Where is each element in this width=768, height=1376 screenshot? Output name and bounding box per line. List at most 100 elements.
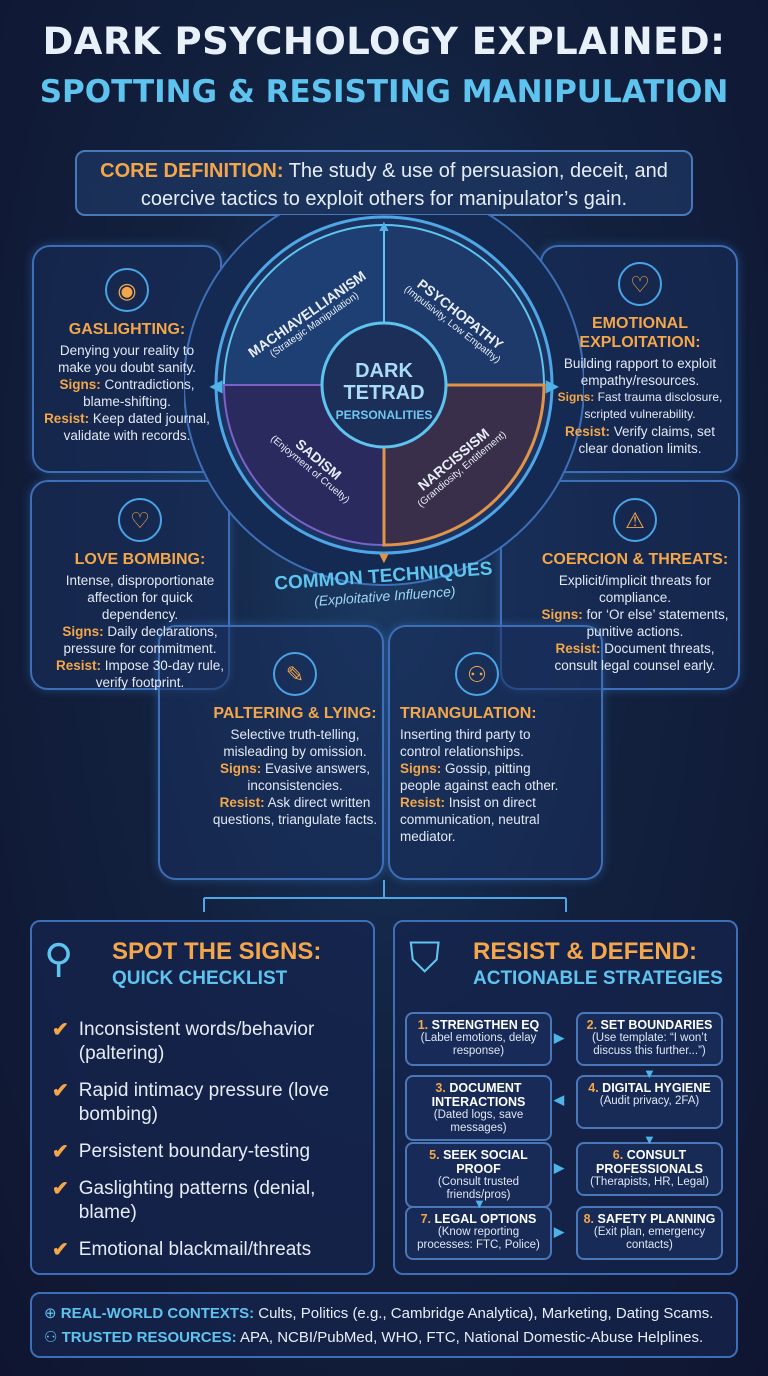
technique-resist: Impose 30-day rule, verify footprint.: [95, 658, 225, 690]
panel-paltering: [158, 625, 384, 880]
contexts-label: REAL-WORLD CONTEXTS:: [60, 1305, 255, 1322]
flow-arrow-icon: ▼: [643, 1132, 656, 1147]
arrow-left-icon: ◀: [210, 378, 223, 395]
technique-triangulation: ⚇ TRIANGULATION: Inserting third party t…: [400, 652, 560, 845]
step-desc: (Exit plan, emergency contacts): [593, 1226, 706, 1251]
heart-icon: ♡: [118, 498, 162, 542]
technique-title: GASLIGHTING:: [68, 321, 186, 338]
resist-label: Resist:: [564, 424, 610, 439]
technique-signs: Gossip, pitting people against each othe…: [400, 761, 559, 793]
signs-label: Signs:: [541, 607, 583, 622]
resources-text: APA, NCBI/PubMed, WHO, FTC, National Dom…: [239, 1329, 704, 1346]
arrow-up-icon: ▲: [376, 218, 392, 235]
technique-signs: Contradictions, blame-shifting.: [83, 377, 195, 409]
signs-label: Signs:: [219, 761, 262, 776]
checklist-text: Gaslighting patterns (denial, blame): [78, 1178, 316, 1223]
magnifier-icon: ⚲: [44, 937, 74, 981]
technique-signs: Fast trauma disclosure, scripted vulnera…: [584, 390, 723, 421]
technique-desc: Intense, disproportionate affection for …: [65, 573, 215, 622]
technique-coercion: ⚠ COERCION & THREATS: Explicit/implicit …: [540, 498, 730, 674]
signs-label: Signs:: [59, 377, 101, 392]
check-icon: ✔: [52, 1019, 69, 1041]
spot-signs-panel: ⚲ SPOT THE SIGNS: QUICK CHECKLIST ✔Incon…: [30, 920, 375, 1275]
step-title: 8. SAFETY PLANNING: [581, 1212, 718, 1226]
step-desc: (Use template: “I won’t discuss this fur…: [591, 1032, 708, 1057]
technique-resist: Document threats, consult legal counsel …: [554, 641, 716, 673]
strategy-step: 7. LEGAL OPTIONS(Know reporting processe…: [405, 1206, 552, 1260]
tetrad-center: [320, 321, 448, 449]
resist-label: Resist:: [44, 411, 90, 426]
signs-label: Signs:: [400, 761, 442, 776]
center-line3: PERSONALITIES: [335, 408, 433, 422]
step-title-text: DIGITAL HYGIENE: [602, 1081, 711, 1095]
resist-label: Resist:: [55, 658, 101, 673]
technique-desc: Explicit/implicit threats for compliance…: [558, 573, 712, 605]
core-text: The study & use of persuasion, deceit, a…: [140, 160, 668, 210]
signs-label: Signs:: [557, 390, 595, 404]
step-desc: (Audit privacy, 2FA): [599, 1095, 700, 1107]
resist-subtitle: ACTIONABLE STRATEGIES: [473, 968, 723, 989]
step-desc: (Label emotions, delay response): [420, 1032, 537, 1057]
center-line1: DARK: [355, 360, 413, 382]
title-line1: DARK PSYCHOLOGY EXPLAINED:: [42, 20, 726, 63]
step-title-text: DOCUMENT INTERACTIONS: [431, 1081, 526, 1109]
step-number: 6.: [612, 1148, 624, 1162]
step-title: 5. SEEK SOCIAL PROOF: [410, 1148, 547, 1176]
strategy-step: 4. DIGITAL HYGIENE(Audit privacy, 2FA): [576, 1075, 723, 1129]
step-title: 2. SET BOUNDARIES: [581, 1018, 718, 1032]
flow-arrow-icon: ▼: [643, 1066, 656, 1081]
step-title-text: CONSULT PROFESSIONALS: [596, 1148, 703, 1176]
check-icon: ✔: [52, 1080, 69, 1102]
checklist-text: Rapid intimacy pressure (love bombing): [78, 1080, 330, 1125]
technique-resist: Insist on direct communication, neutral …: [400, 795, 540, 844]
technique-title: TRIANGULATION:: [400, 705, 537, 722]
step-title: 7. LEGAL OPTIONS: [410, 1212, 547, 1226]
dark-tetrad-wheel: [184, 215, 584, 586]
technique-paltering: ✎ PALTERING & LYING: Selective truth-tel…: [210, 652, 380, 828]
step-title-text: LEGAL OPTIONS: [434, 1212, 537, 1226]
footer-resources: ⚇ TRUSTED RESOURCES: APA, NCBI/PubMed, W…: [44, 1326, 724, 1350]
step-number: 5.: [429, 1148, 440, 1162]
center-line2: TETRAD: [343, 382, 425, 404]
step-number: 8.: [583, 1212, 595, 1226]
flow-arrow-icon: ▶: [554, 1224, 564, 1239]
step-desc: (Therapists, HR, Legal): [590, 1176, 709, 1188]
checklist-text: Emotional blackmail/threats: [78, 1239, 312, 1260]
brain-head-icon: ◉: [105, 268, 149, 312]
technique-title: COERCION & THREATS:: [541, 551, 729, 568]
split-connector: [203, 880, 567, 912]
step-title: 6. CONSULT PROFESSIONALS: [581, 1148, 718, 1176]
step-number: 2.: [586, 1018, 598, 1032]
strategy-step: 8. SAFETY PLANNING(Exit plan, emergency …: [576, 1206, 723, 1260]
resources-label: TRUSTED RESOURCES:: [61, 1329, 237, 1346]
technique-desc: Building rapport to exploit empathy/reso…: [563, 356, 717, 388]
step-title-text: SAFETY PLANNING: [597, 1212, 716, 1226]
strategy-step: 1. STRENGTHEN EQ(Label emotions, delay r…: [405, 1012, 552, 1066]
technique-resist: Ask direct written questions, triangulat…: [212, 795, 378, 827]
technique-signs: Evasive answers, inconsistencies.: [247, 761, 371, 793]
technique-love-bombing: ♡ LOVE BOMBING: Intense, disproportionat…: [55, 498, 225, 691]
check-icon: ✔: [52, 1239, 69, 1261]
technique-gaslighting: ◉ GASLIGHTING: Denying your reality to m…: [42, 268, 212, 444]
flow-arrow-icon: ◀: [554, 1092, 564, 1107]
step-desc: (Know reporting processes: FTC, Police): [417, 1226, 540, 1251]
strategy-steps: 1. STRENGTHEN EQ(Label emotions, delay r…: [393, 920, 738, 1275]
strategy-step: 3. DOCUMENT INTERACTIONS(Dated logs, sav…: [405, 1075, 552, 1141]
resist-label: Resist:: [219, 795, 265, 810]
technique-title: PALTERING & LYING:: [213, 705, 377, 722]
core-label: CORE DEFINITION:: [100, 160, 284, 182]
technique-desc: Inserting third party to control relatio…: [400, 727, 531, 759]
strategy-step: 5. SEEK SOCIAL PROOF(Consult trusted fri…: [405, 1142, 552, 1208]
checklist-text: Persistent boundary-testing: [78, 1141, 311, 1162]
step-desc: (Consult trusted friends/pros): [437, 1176, 520, 1201]
step-title-text: SET BOUNDARIES: [600, 1018, 713, 1032]
step-title-text: SEEK SOCIAL PROOF: [443, 1148, 528, 1176]
arrow-right-icon: ▶: [546, 378, 559, 395]
strategy-step: 6. CONSULT PROFESSIONALS(Therapists, HR,…: [576, 1142, 723, 1196]
technique-emotional-exploitation: ♡ EMOTIONAL EXPLOITATION: Building rappo…: [555, 262, 725, 457]
title-line2: SPOTTING & RESISTING MANIPULATION: [39, 74, 729, 110]
flow-arrow-icon: ▼: [473, 1196, 486, 1211]
signs-label: Signs:: [62, 624, 104, 639]
resist-title: RESIST & DEFEND:: [473, 938, 698, 965]
technique-desc: Selective truth-telling, misleading by o…: [223, 727, 367, 759]
